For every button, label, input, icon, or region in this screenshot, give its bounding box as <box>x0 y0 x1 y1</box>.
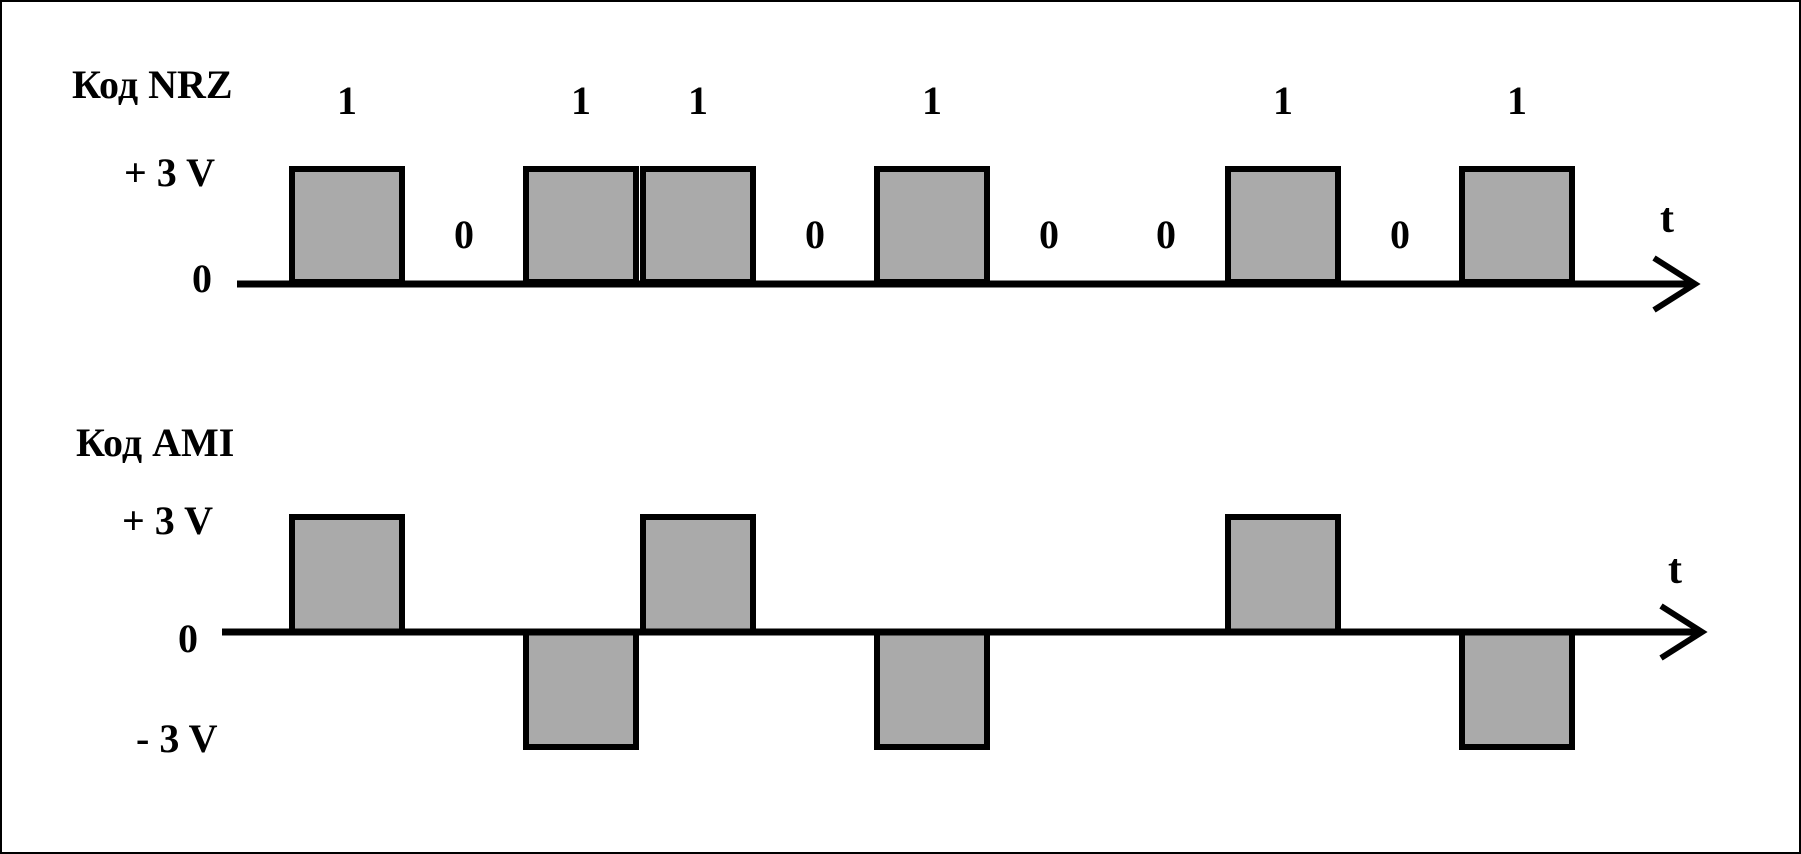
ami-pulse-3 <box>640 514 756 635</box>
nrz-bit-label-7: 0 <box>1156 212 1176 257</box>
nrz-zero-label: 0 <box>192 256 212 301</box>
nrz-bit-label-5: 1 <box>922 78 942 123</box>
ami-pulse-5 <box>874 629 990 750</box>
ami-axis-t-label: t <box>1668 547 1682 593</box>
nrz-bit-label-8: 1 <box>1273 78 1293 123</box>
nrz-pulse-3 <box>640 166 756 285</box>
nrz-pulse-10 <box>1459 166 1575 285</box>
ami-panel: Код AMI + 3 V 0 - 3 V t <box>76 420 1708 761</box>
nrz-title: Код NRZ <box>72 62 233 107</box>
nrz-pulse-5 <box>874 166 990 285</box>
ami-pulse-10 <box>1459 629 1575 750</box>
nrz-pulse-0 <box>289 166 405 285</box>
ami-title: Код AMI <box>76 420 234 465</box>
nrz-axis-arrow-icon <box>1652 255 1701 313</box>
nrz-pulse-2 <box>523 166 639 285</box>
ami-pulse-2 <box>523 629 639 750</box>
ami-pulse-8 <box>1225 514 1341 635</box>
nrz-pulses <box>289 166 1575 285</box>
nrz-panel: Код NRZ + 3 V 0 1 0 1 1 0 1 0 0 1 0 1 t <box>72 62 1701 313</box>
nrz-pulse-8 <box>1225 166 1341 285</box>
nrz-axis-t-label: t <box>1660 196 1674 242</box>
nrz-plus-3v-label: + 3 V <box>124 150 215 195</box>
ami-pulse-0 <box>289 514 405 635</box>
nrz-bit-label-0: 1 <box>337 78 357 123</box>
ami-pulses <box>289 514 1575 750</box>
nrz-bit-labels: 1 0 1 1 0 1 0 0 1 0 1 <box>337 78 1527 257</box>
ami-zero-label: 0 <box>178 616 198 661</box>
nrz-bit-label-2: 1 <box>571 78 591 123</box>
nrz-bit-label-3: 1 <box>688 78 708 123</box>
ami-plus-3v-label: + 3 V <box>122 498 213 543</box>
nrz-bit-label-4: 0 <box>805 212 825 257</box>
ami-axis-arrow-icon <box>1659 603 1708 661</box>
nrz-bit-label-6: 0 <box>1039 212 1059 257</box>
nrz-bit-label-1: 0 <box>454 212 474 257</box>
nrz-bit-label-9: 0 <box>1390 212 1410 257</box>
ami-minus-3v-label: - 3 V <box>136 716 218 761</box>
nrz-bit-label-10: 1 <box>1507 78 1527 123</box>
